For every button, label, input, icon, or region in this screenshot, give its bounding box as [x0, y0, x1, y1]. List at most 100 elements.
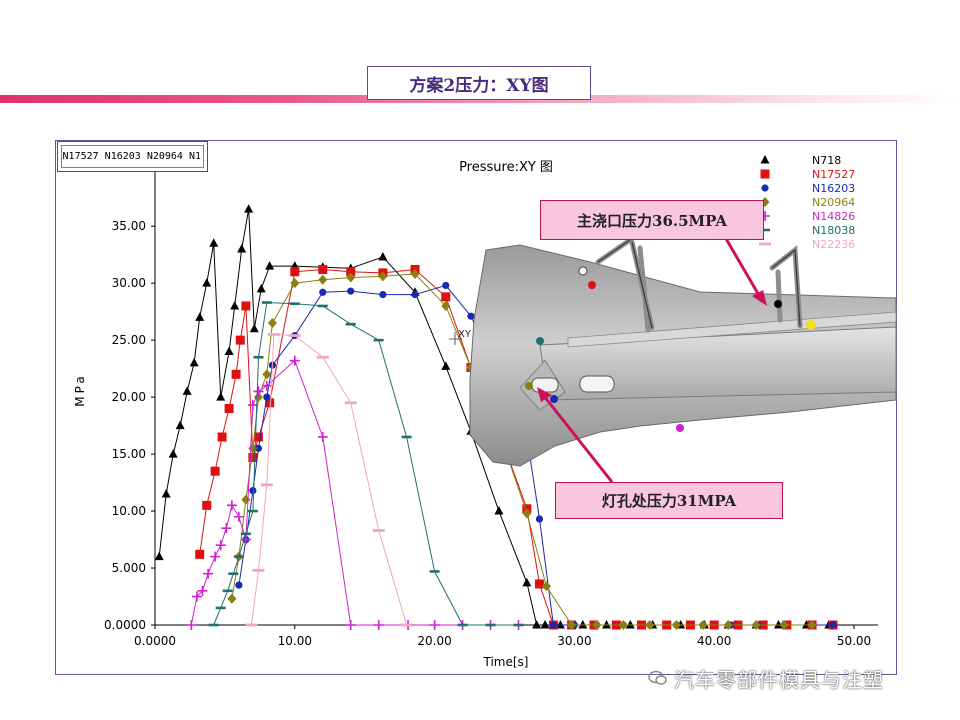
y-tick-label: 20.00: [112, 390, 146, 404]
data-point: [549, 621, 558, 629]
data-point: [202, 500, 212, 510]
data-point: [216, 392, 226, 401]
data-point: [209, 238, 219, 247]
node-n14826-marker: [676, 424, 684, 432]
data-point: [247, 509, 258, 513]
data-point: [485, 623, 496, 627]
xy-marker-label: XY: [458, 329, 472, 340]
data-point: [410, 269, 420, 280]
callout-main-gate-pressure: 主浇口压力36.5MPA: [540, 200, 764, 240]
data-point: [378, 271, 388, 282]
data-point: [378, 251, 388, 261]
data-point: [442, 281, 450, 290]
watermark-text: 汽车零部件模具与注塑: [674, 667, 884, 692]
data-point: [247, 400, 258, 411]
data-point: [210, 551, 221, 562]
data-point: [319, 288, 327, 296]
series-n18038: [208, 301, 524, 627]
data-point: [261, 301, 272, 304]
data-point: [400, 623, 413, 627]
data-point: [253, 355, 264, 359]
data-point: [252, 568, 265, 572]
data-point: [345, 322, 356, 326]
legend-label: N14826: [812, 210, 855, 223]
data-point: [318, 274, 328, 285]
data-point: [161, 488, 171, 498]
data-point: [671, 620, 681, 630]
data-point: [221, 523, 232, 534]
legend-marker: [760, 169, 770, 179]
x-tick-label: 40.00: [697, 634, 731, 648]
data-point: [249, 486, 257, 495]
data-point: [249, 323, 259, 333]
chart-title: Pressure:XY 图: [459, 160, 553, 175]
data-point: [289, 302, 300, 305]
node-n22236-marker: [806, 320, 816, 330]
data-point: [317, 431, 328, 442]
data-point: [254, 444, 263, 452]
data-point: [231, 369, 241, 379]
node-n20964-marker: [525, 382, 533, 390]
data-point: [534, 579, 544, 589]
node-list-text: 3 N17527 N16203 N20964 N1: [61, 151, 201, 162]
data-point: [318, 264, 328, 274]
series-line: [213, 301, 519, 626]
data-point: [346, 267, 356, 277]
data-point: [429, 620, 440, 630]
data-point: [625, 620, 635, 629]
data-point: [290, 267, 300, 277]
data-point: [317, 304, 328, 308]
data-point: [532, 620, 542, 629]
data-point: [401, 435, 412, 439]
y-tick-label: 35.00: [112, 219, 146, 233]
data-point: [233, 555, 244, 558]
data-point: [411, 290, 419, 299]
data-point: [217, 432, 227, 442]
data-point: [195, 549, 205, 559]
data-point: [237, 243, 247, 253]
data-point: [807, 620, 817, 630]
callout-lamp-hole-pressure: 灯孔处压力31MPA: [555, 482, 783, 519]
data-point: [441, 300, 451, 311]
data-point: [522, 577, 532, 587]
data-point: [698, 620, 708, 630]
data-point: [429, 570, 440, 573]
legend-label: N18038: [812, 224, 855, 237]
y-tick-label: 30.00: [112, 276, 146, 290]
data-point: [256, 283, 266, 293]
node-n16203-marker: [550, 395, 558, 403]
y-tick-label: 15.00: [112, 447, 146, 461]
data-point: [344, 401, 357, 405]
data-point: [555, 620, 565, 629]
gate-node-marker: [588, 281, 596, 289]
x-axis-label: Time[s]: [483, 655, 529, 669]
data-point: [262, 369, 272, 380]
data-point: [245, 623, 258, 627]
data-point: [240, 534, 251, 545]
data-point: [241, 494, 251, 505]
watermark: 汽车零部件模具与注塑: [648, 664, 884, 692]
bumper-part-image: XY: [449, 236, 897, 483]
data-point: [241, 301, 251, 311]
data-point: [540, 620, 550, 629]
data-point: [567, 620, 577, 630]
data-point: [203, 568, 214, 579]
y-axis-label: MPa: [73, 373, 87, 406]
data-point: [541, 581, 551, 592]
data-point: [261, 380, 272, 391]
node-list-box: 3 N17527 N16203 N20964 N1: [57, 141, 208, 172]
legend-marker: [759, 242, 771, 246]
legend-marker: [761, 184, 769, 192]
data-point: [253, 386, 264, 397]
node-n718-marker: [774, 300, 782, 308]
data-point: [230, 300, 240, 310]
data-point: [253, 392, 263, 403]
y-tick-label: 10.00: [112, 504, 146, 518]
data-point: [226, 500, 237, 511]
data-point: [751, 620, 761, 630]
data-point: [208, 623, 219, 627]
data-point: [522, 508, 532, 519]
data-point: [494, 506, 504, 515]
data-point: [265, 261, 275, 270]
